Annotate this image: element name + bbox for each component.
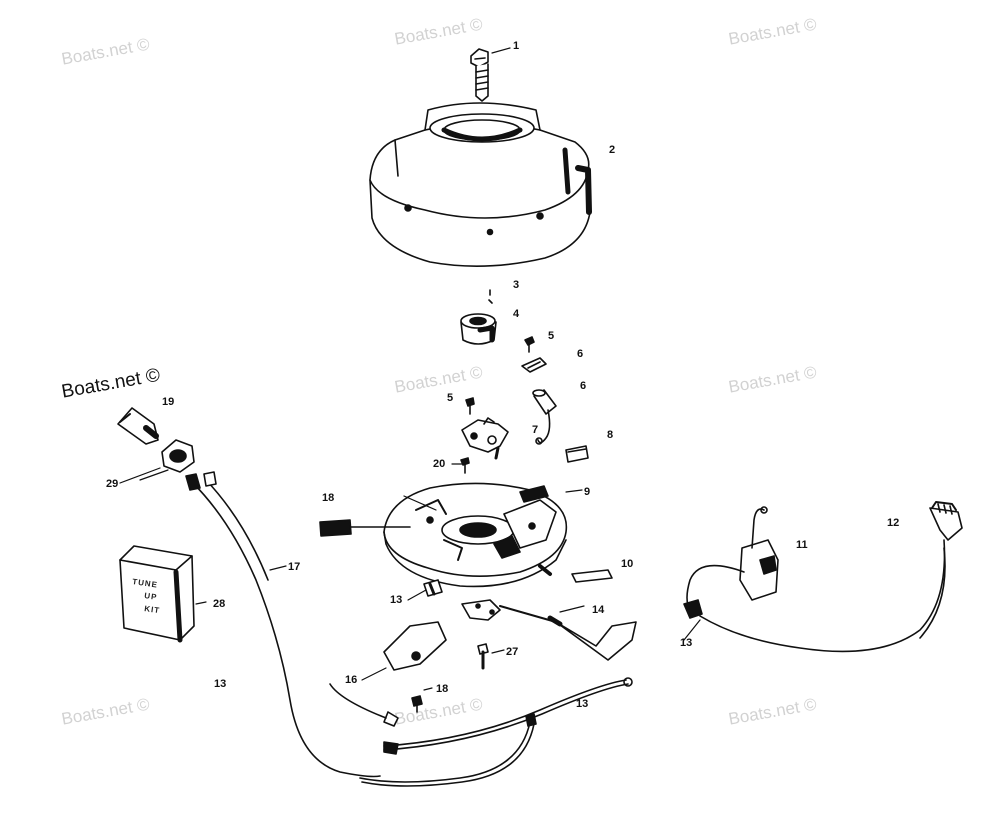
callout-3: 3 [513,279,520,291]
tag-line-1: TUNE [132,577,159,590]
link-plate-part [461,599,637,661]
callout-19: 19 [162,396,175,408]
screw-part [477,643,489,670]
tag-line-2: UP [144,591,158,602]
callout-27: 27 [506,646,519,658]
clamp-part [521,357,547,373]
felt-part [565,445,589,463]
breaker-points-part [461,417,509,460]
screw-part [460,457,470,474]
callout-9: 9 [584,486,591,498]
stop-switch-part [117,407,159,445]
callout-11: 11 [796,539,808,551]
stop-wire-part [359,713,537,787]
ground-wire-part [329,677,633,755]
callout-28: 28 [213,598,226,610]
screw-part [465,397,475,415]
sleeve-part [460,313,497,345]
spark-plug-wire-part [699,501,963,653]
screw-part [411,695,423,713]
screw-part [524,336,535,353]
cam-follower-part [423,579,443,597]
callout-13: 13 [576,698,589,710]
lead-wire-part [185,471,381,778]
callout-18: 18 [436,683,449,695]
condenser-part [532,389,557,445]
callout-12: 12 [887,517,900,529]
callout-18: 18 [322,492,335,504]
bolt-part [470,48,489,102]
ignition-coil-part [739,506,779,601]
callout-13: 13 [390,594,403,606]
callout-7: 7 [532,424,539,436]
callout-20: 20 [433,458,446,470]
callout-5: 5 [548,330,555,342]
callout-6: 6 [577,348,584,360]
hex-nut-part [161,439,195,473]
tune-up-kit-box [119,545,195,643]
callout-4: 4 [513,308,520,320]
cover-plate-part [383,621,447,671]
leader-lines [119,47,701,691]
callout-16: 16 [345,674,358,686]
callout-29: 29 [106,478,119,490]
callout-14: 14 [592,604,605,616]
key-part [488,289,493,304]
high-tension-lead-part [683,564,745,619]
callout-5: 5 [447,392,454,404]
tag-line-3: KIT [144,604,161,615]
callout-13: 13 [680,637,693,649]
callout-2: 2 [609,144,616,156]
callout-13: 13 [214,678,227,690]
callout-10: 10 [621,558,634,570]
callout-1: 1 [513,40,520,52]
flywheel-part [369,102,592,267]
felt-strip-part [571,569,613,583]
callout-17: 17 [288,561,301,573]
callout-6: 6 [580,380,587,392]
callout-8: 8 [607,429,614,441]
spring-part [319,519,411,537]
